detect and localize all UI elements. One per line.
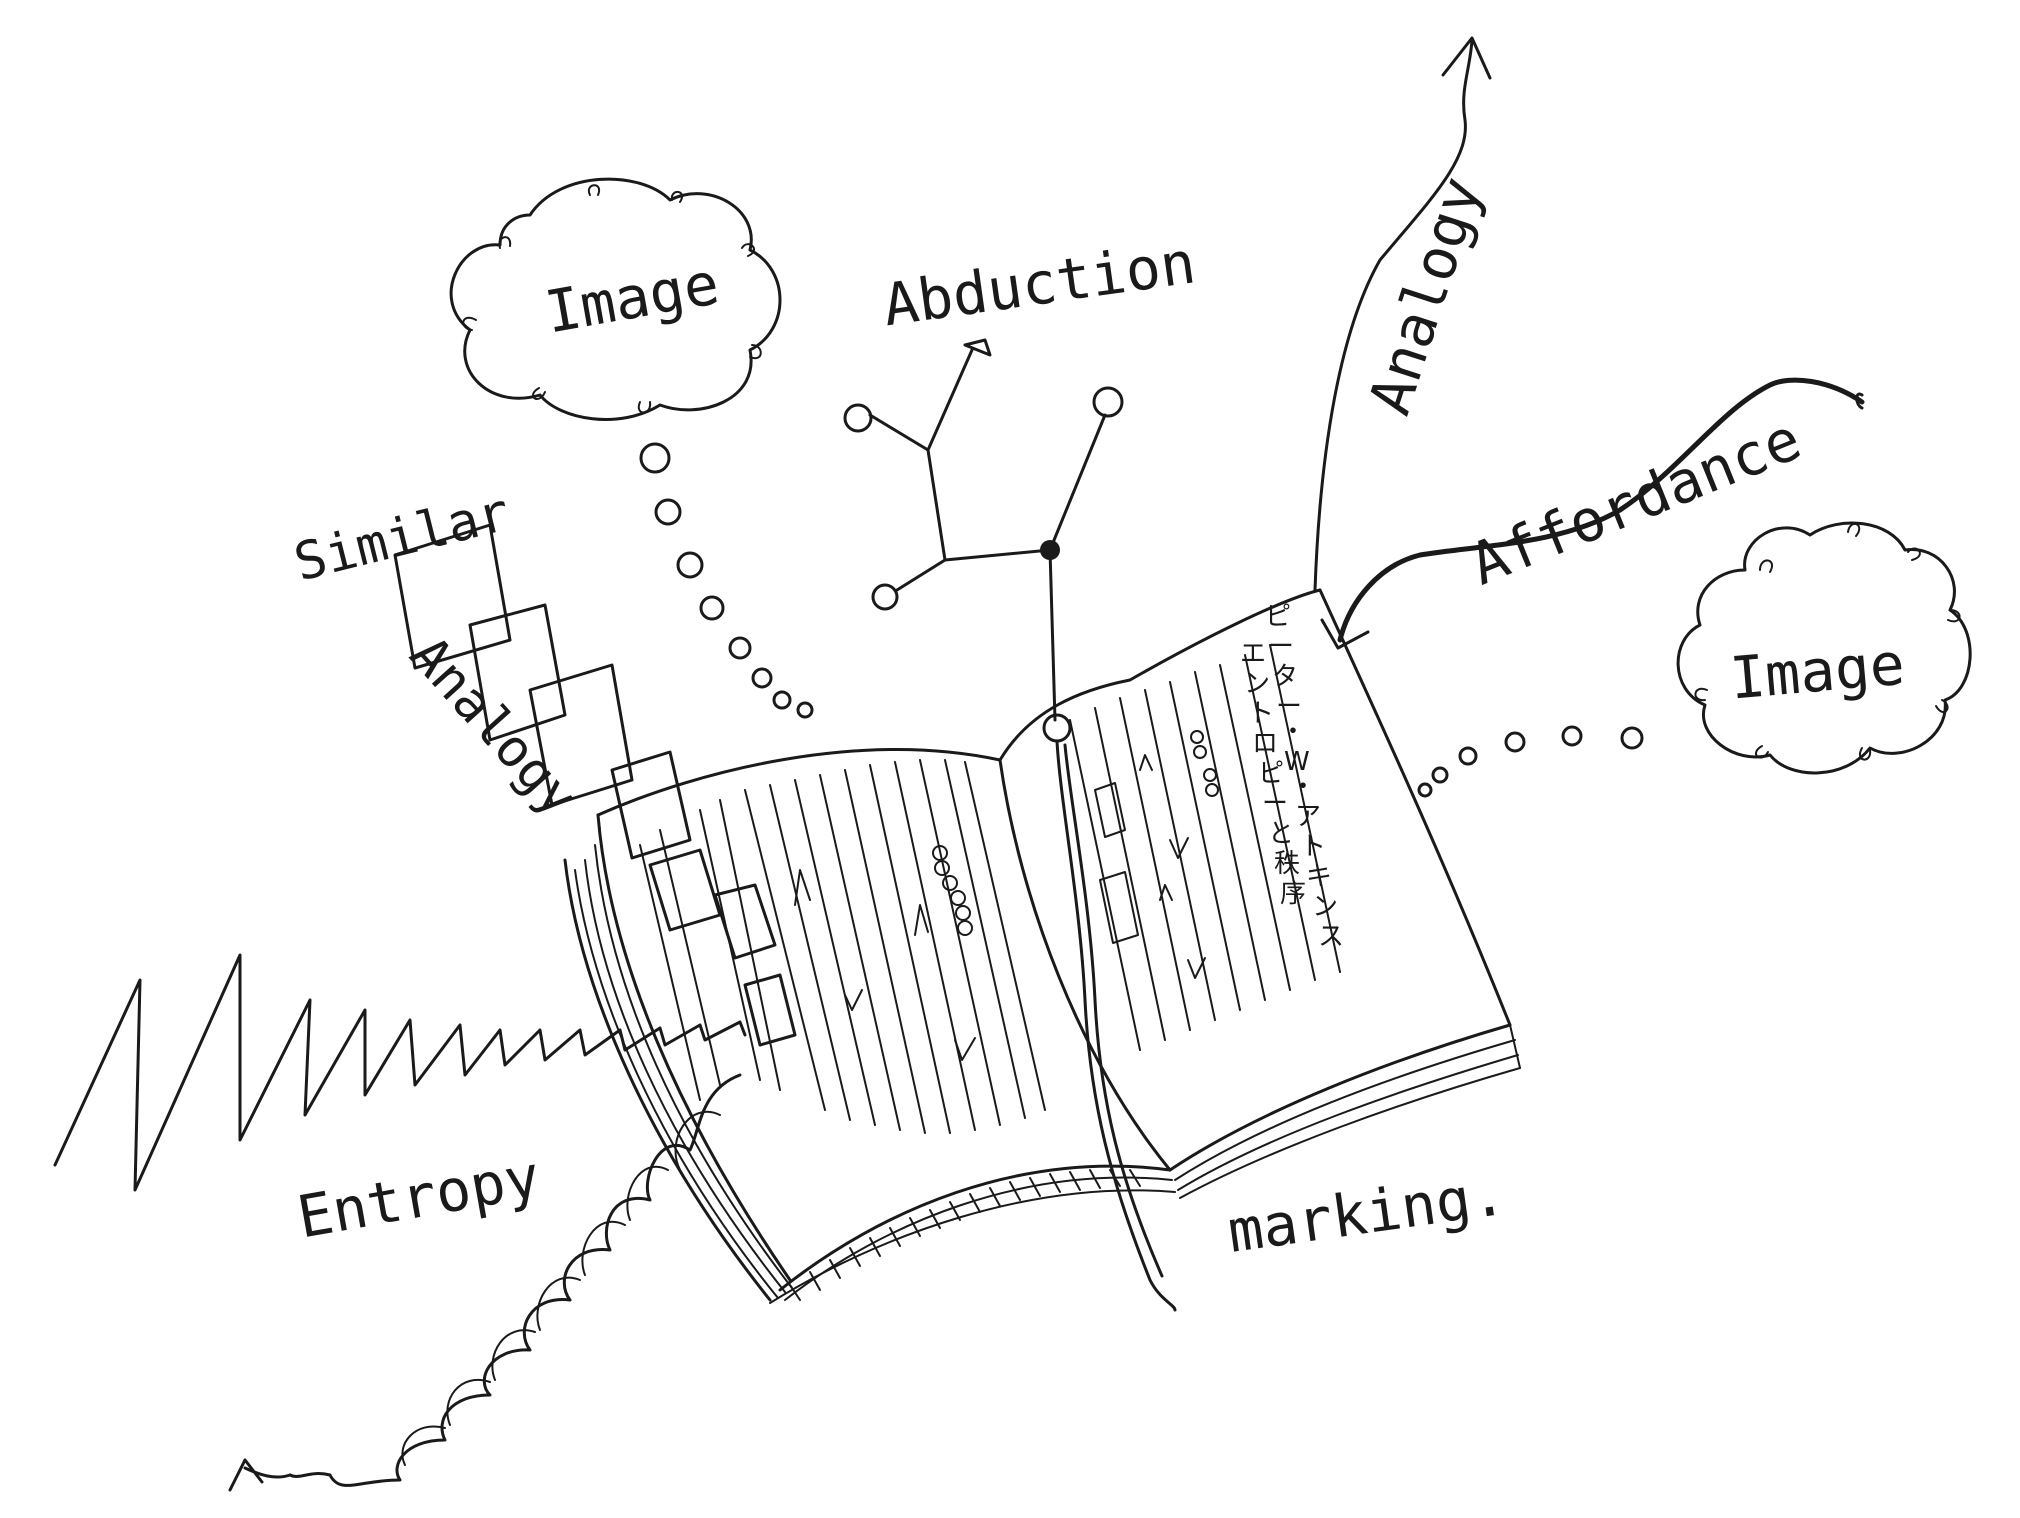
page-note: 秩: [1274, 849, 1300, 879]
page-note: ロ: [1252, 729, 1278, 759]
left-page-lines: [639, 759, 1046, 1134]
similar-label: Similar: [289, 482, 516, 593]
page-note: W: [1284, 747, 1310, 777]
page-note: ン: [1312, 892, 1338, 922]
analogy-up-label: Analogy: [1355, 169, 1495, 422]
page-note: ア: [1295, 802, 1321, 832]
thought-cloud-left: Image: [449, 177, 782, 421]
page-note: ー: [1276, 692, 1302, 722]
spring-coil: [228, 1073, 742, 1492]
page-note: ・: [1290, 772, 1316, 802]
page-note: ー: [1262, 789, 1288, 819]
thought-bubbles-left: [639, 442, 814, 719]
page-note: と: [1268, 819, 1294, 849]
page-note: ピ: [1258, 759, 1284, 789]
analogy-arrow-up: [1313, 36, 1492, 592]
page-note: ス: [1318, 922, 1344, 952]
right-page-lines: [1069, 644, 1341, 1051]
affordance-label: Affordance: [1461, 405, 1810, 599]
cloud-right-label: Image: [1727, 630, 1907, 713]
page-note: ・: [1280, 717, 1306, 747]
cloud-left-label: Image: [540, 249, 724, 346]
page-note: ン: [1244, 669, 1270, 699]
page-note: ト: [1248, 699, 1274, 729]
analogy-left-label: Analogy: [398, 625, 589, 828]
page-note: キ: [1306, 862, 1332, 892]
page-note: 序: [1280, 879, 1306, 909]
marking-label: marking.: [1224, 1160, 1510, 1266]
entropy-zigzag: [53, 953, 747, 1192]
page-edge-hatching: [789, 1169, 1141, 1301]
page-note: タ: [1272, 662, 1298, 692]
open-book: ピ ー タ ー ・ W ・ ア ト キ ン ス エ ン ト ロ ピ ー と 秩 …: [563, 588, 1521, 1312]
page-note: ー: [1268, 632, 1294, 662]
thought-cloud-right: Image: [1676, 521, 1972, 775]
page-note: ピ: [1265, 602, 1291, 632]
bookmark-ribbon: [1055, 739, 1177, 1312]
entropy-label: Entropy: [292, 1142, 545, 1251]
page-note: ト: [1300, 832, 1326, 862]
affordance-arrow: [1320, 377, 1865, 650]
page-note: エ: [1240, 639, 1266, 669]
thought-bubbles-right: [1417, 725, 1644, 798]
abduction-label: Abduction: [879, 228, 1200, 339]
abduction-network: [843, 338, 1124, 743]
page-notes-column: ピ ー タ ー ・ W ・ ア ト キ ン ス エ ン ト ロ ピ ー と 秩 …: [1240, 602, 1344, 952]
